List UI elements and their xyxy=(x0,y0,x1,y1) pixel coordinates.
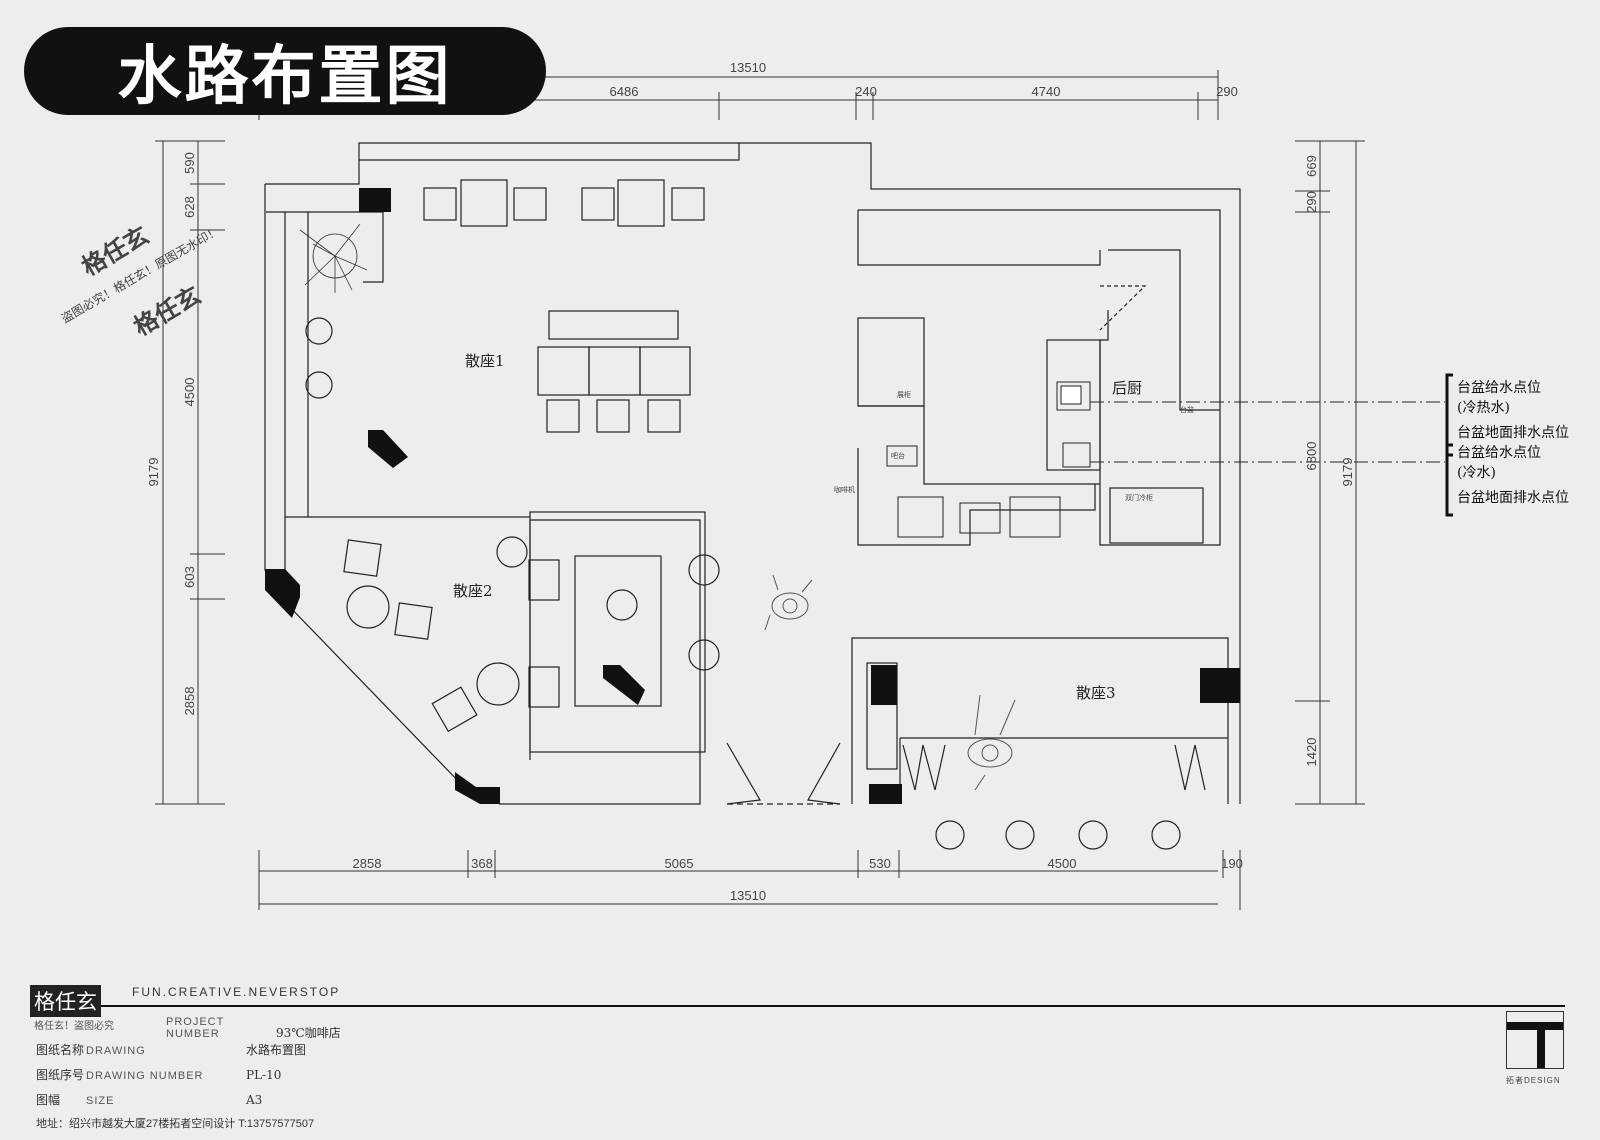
legend-item: 台盆地面排水点位 xyxy=(1457,490,1569,506)
room-seating-3: 散座3 xyxy=(1076,684,1116,702)
legend-item: (冷热水) xyxy=(1457,400,1510,416)
size-value: A3 xyxy=(246,1093,263,1107)
dim-right-3: 6800 xyxy=(1304,442,1319,471)
dim-left-4: 603 xyxy=(182,566,197,588)
room-seating-2: 散座2 xyxy=(453,582,493,600)
dim-right-total: 9179 xyxy=(1340,458,1355,487)
dim-left-5: 2858 xyxy=(182,687,197,716)
dim-bottom-1: 2858 xyxy=(353,856,382,871)
label-equip: 咖啡机 xyxy=(834,485,855,494)
number-label-cn: 图纸序号 xyxy=(36,1068,85,1082)
project-label-en: PROJECT NUMBER xyxy=(166,1016,225,1040)
legend-item: 台盆给水点位 xyxy=(1457,380,1541,396)
dim-bottom-2: 368 xyxy=(471,856,493,871)
drawing-label-cn: 图纸名称 xyxy=(36,1043,85,1057)
label-sink: 台盆 xyxy=(1180,405,1194,414)
legend-item: 台盆给水点位 xyxy=(1457,445,1541,461)
dim-bottom-4: 530 xyxy=(869,856,891,871)
number-label-en: DRAWING NUMBER xyxy=(86,1070,204,1082)
label-fridge: 双门冷柜 xyxy=(1125,493,1153,502)
dim-right-2: 290 xyxy=(1304,191,1319,213)
label-cabinet: 展柜 xyxy=(897,390,911,399)
dim-top-3: 4740 xyxy=(1032,84,1061,99)
title-block-size: 图幅 SIZE A3 xyxy=(36,1091,262,1108)
dim-bottom-total: 13510 xyxy=(730,888,766,903)
title-block-watermark: 格任玄 xyxy=(30,985,101,1017)
title-block-rule xyxy=(30,1005,1565,1007)
dim-top-1: 6486 xyxy=(610,84,639,99)
page-title: 水路布置图 xyxy=(24,27,546,115)
dim-top-4: 290 xyxy=(1216,84,1238,99)
label-counter: 吧台 xyxy=(891,451,905,460)
title-block-project: PROJECT NUMBER 93℃咖啡店 xyxy=(36,1016,341,1041)
logo-mark-icon xyxy=(1507,1022,1563,1068)
dim-bottom-3: 5065 xyxy=(665,856,694,871)
drawing-label-en: DRAWING xyxy=(86,1045,146,1057)
size-label-en: SIZE xyxy=(86,1095,115,1107)
drawing-value: 水路布置图 xyxy=(246,1043,307,1057)
dim-bottom-6: 190 xyxy=(1221,856,1243,871)
dim-right-1: 669 xyxy=(1304,155,1319,177)
dim-left-2: 628 xyxy=(182,196,197,218)
dim-left-1: 590 xyxy=(182,152,197,174)
project-value: 93℃咖啡店 xyxy=(276,1026,341,1040)
dim-left-total: 9179 xyxy=(146,458,161,487)
company-logo-text: 拓者DESIGN xyxy=(1506,1076,1561,1085)
size-label-cn: 图幅 xyxy=(36,1093,61,1107)
company-logo xyxy=(1506,1011,1564,1069)
dim-right-4: 1420 xyxy=(1304,738,1319,767)
dim-bottom-5: 4500 xyxy=(1048,856,1077,871)
legend-item: 台盆地面排水点位 xyxy=(1457,425,1569,441)
dim-top-2: 240 xyxy=(855,84,877,99)
title-block-watermark-sub: 格任玄！盗图必究 xyxy=(34,1021,114,1032)
dim-top-total: 13510 xyxy=(730,60,766,75)
number-value: PL-10 xyxy=(246,1068,282,1082)
title-block-slogan: FUN.CREATIVE.NEVERSTOP xyxy=(132,985,341,999)
title-block-address: 地址：绍兴市越发大厦27楼拓者空间设计 T:13757577507 xyxy=(36,1118,315,1130)
legend-item: (冷水) xyxy=(1457,465,1496,481)
room-kitchen: 后厨 xyxy=(1112,379,1143,397)
dim-left-3: 4500 xyxy=(182,378,197,407)
room-seating-1: 散座1 xyxy=(465,352,505,370)
